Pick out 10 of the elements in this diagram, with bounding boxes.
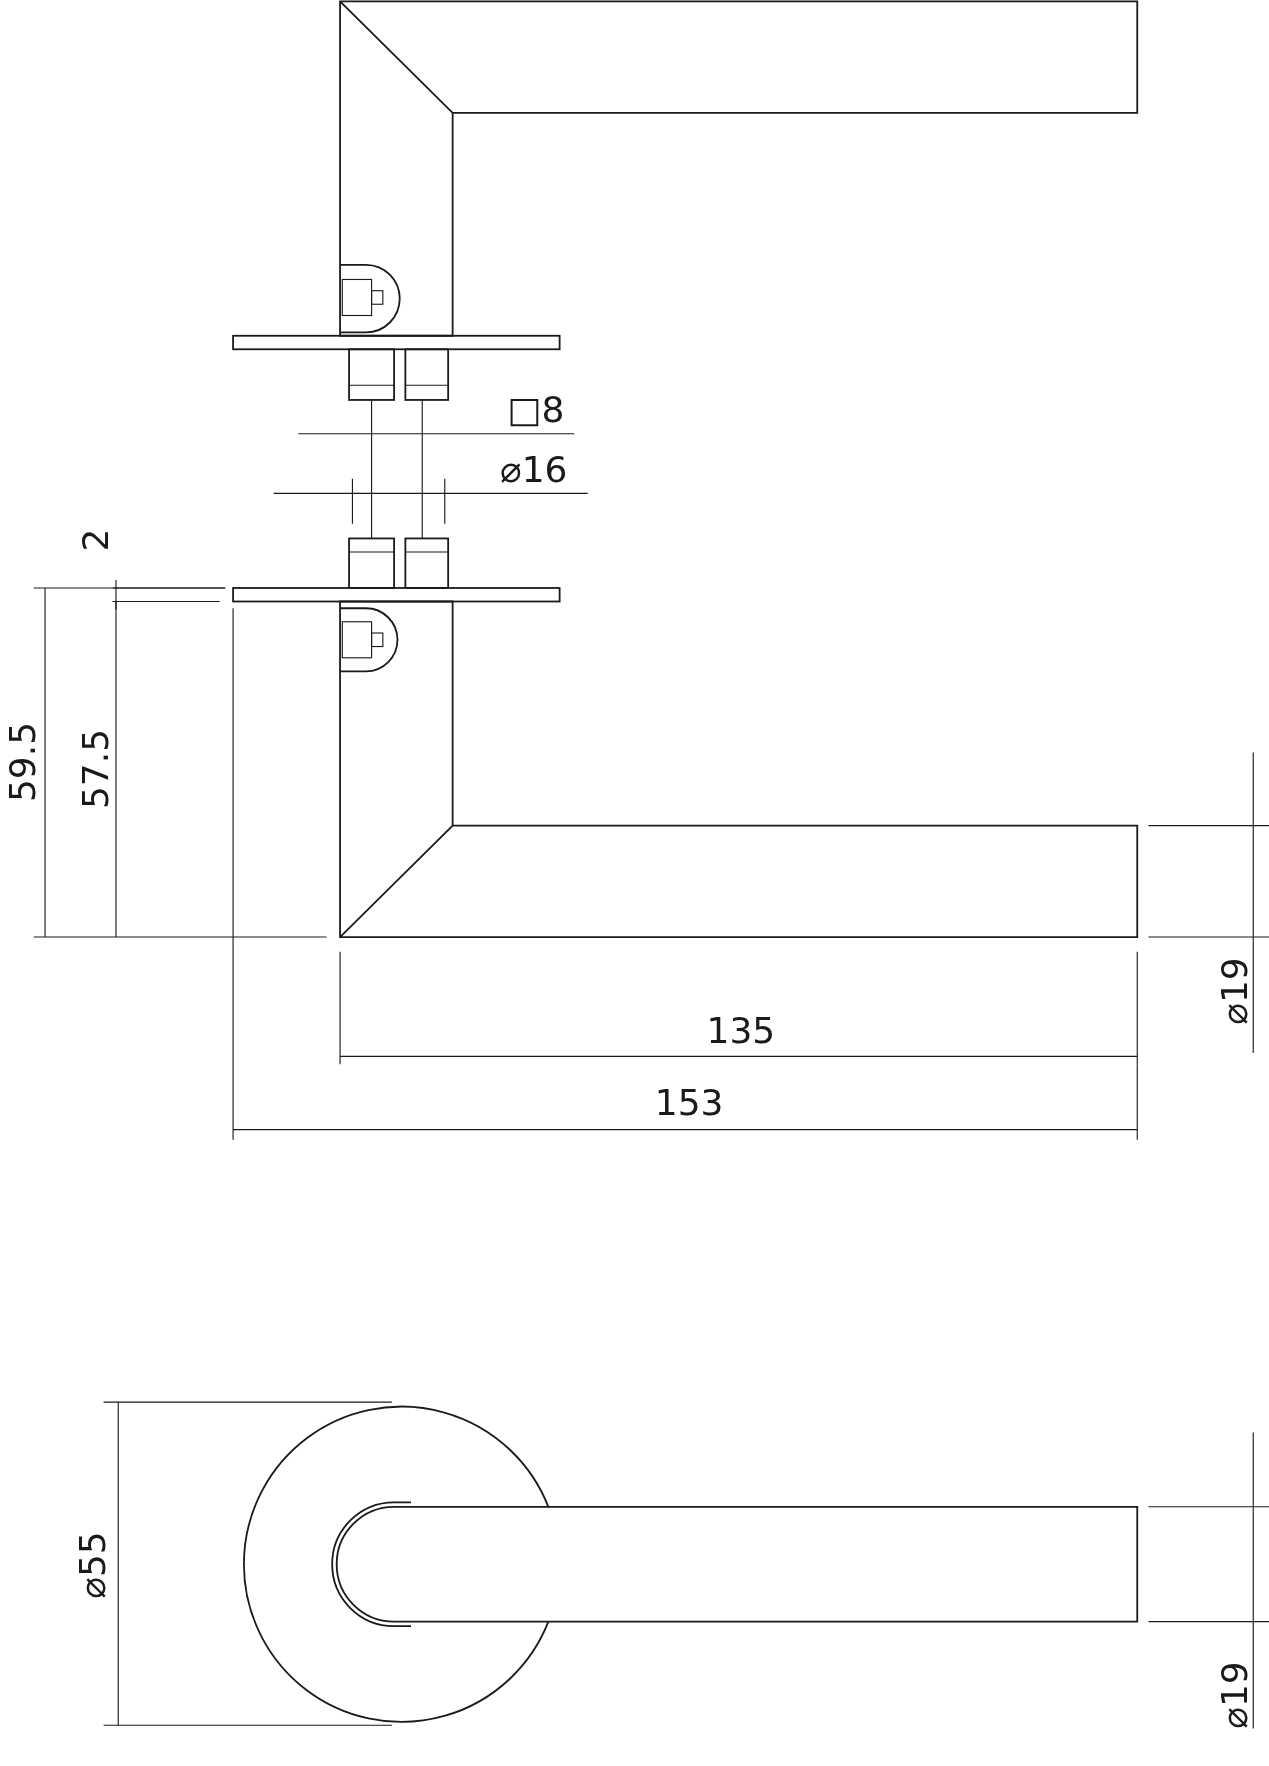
dimension-label: □8: [507, 391, 565, 428]
dimension-label: 2: [77, 529, 114, 552]
dimension-label: 135: [706, 1013, 776, 1050]
dimension-label: ⌀55: [75, 1531, 112, 1599]
dimension-label: 57.5: [77, 728, 114, 810]
dimension-label: ⌀16: [500, 451, 568, 488]
dimension-label: ⌀19: [1217, 1660, 1254, 1729]
dimension-label: 153: [654, 1085, 724, 1122]
dimension-label: 59.5: [4, 722, 41, 803]
dimension-label: ⌀19: [1217, 957, 1254, 1025]
